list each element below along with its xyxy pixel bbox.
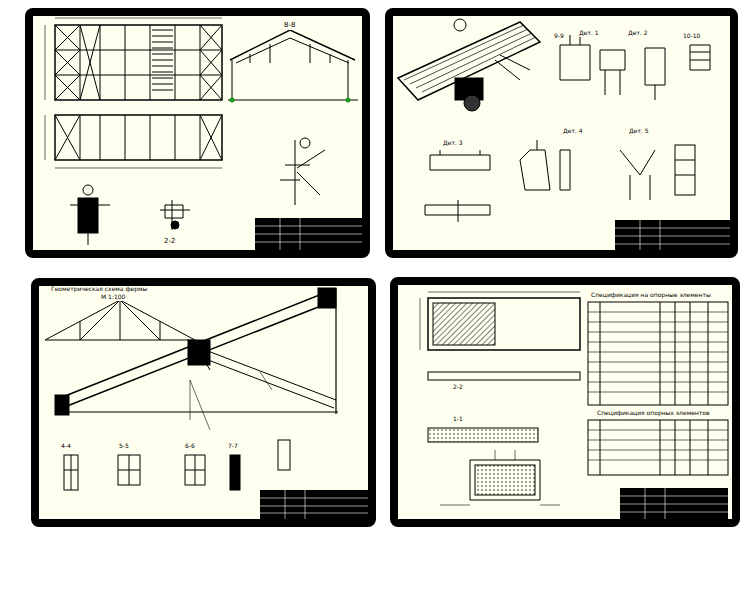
drawing-label: Дет. 4 [562, 128, 584, 135]
drawing-label: Спецификация на опорные элементы [590, 292, 712, 299]
drawing-label: 9-9 [553, 33, 565, 40]
drawing-label: Дет. 5 [628, 128, 650, 135]
drawing-label: Дет. 2 [627, 30, 649, 37]
drawing-label: 8-8 [283, 22, 296, 30]
drawing-label: 2-2 [163, 238, 176, 246]
drawing-label: Геометрическая схема фермы [50, 286, 148, 293]
drawing-label: 10-10 [682, 33, 701, 40]
drawing-label: 7-7 [227, 443, 239, 450]
drawing-label: Дет. 3 [442, 140, 464, 147]
drawing-label: 4-4 [60, 443, 72, 450]
drawing-label: 1-1 [452, 416, 464, 423]
drawing-label: 6-6 [184, 443, 196, 450]
drawing-label: Дет. 1 [578, 30, 600, 37]
drawing-label: 2-2 [452, 384, 464, 391]
drawing-label: М 1:100 [100, 294, 126, 301]
drawing-label: Спецификация опорных элементов [596, 410, 710, 417]
drawing-label: 5-5 [118, 443, 130, 450]
